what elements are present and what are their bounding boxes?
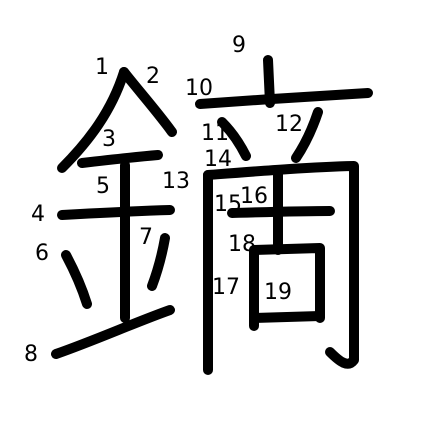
stroke-2 <box>119 67 177 137</box>
stroke-number: 12 <box>275 112 303 137</box>
stroke-7 <box>147 233 170 291</box>
stroke-number: 13 <box>162 169 190 194</box>
stroke-number: 16 <box>240 184 268 209</box>
stroke-number: 3 <box>102 127 116 152</box>
stroke-number: 17 <box>212 275 240 300</box>
stroke-6 <box>61 250 92 309</box>
stroke-1 <box>57 67 129 173</box>
stroke-14 <box>203 161 359 369</box>
stroke-number: 14 <box>204 147 232 172</box>
stroke-18 <box>249 243 325 323</box>
stroke-15 <box>227 206 335 218</box>
stroke-4 <box>57 205 175 220</box>
stroke-10 <box>195 88 373 109</box>
stroke-number: 4 <box>31 202 45 227</box>
stroke-11 <box>217 117 251 161</box>
stroke-number: 18 <box>228 232 256 257</box>
stroke-number: 11 <box>201 121 229 146</box>
stroke-number: 19 <box>264 280 292 305</box>
stroke-number: 9 <box>232 33 246 58</box>
stroke-number: 2 <box>146 64 160 89</box>
stroke-8 <box>51 305 175 359</box>
stroke-number: 1 <box>95 55 109 80</box>
stroke-number: 8 <box>24 342 38 367</box>
stroke-number: 10 <box>185 76 213 101</box>
stroke-19 <box>249 311 325 323</box>
stroke-number: 5 <box>96 174 110 199</box>
stroke-number: 6 <box>35 241 49 266</box>
stroke-number: 15 <box>214 192 242 217</box>
stroke-number: 7 <box>139 225 153 250</box>
stroke-3 <box>77 150 163 168</box>
stroke-12 <box>291 107 323 163</box>
